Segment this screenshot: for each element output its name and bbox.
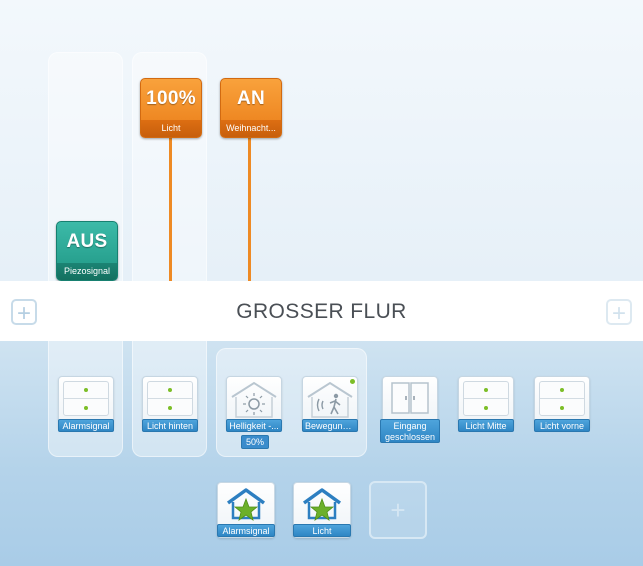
device-label: Licht hinten — [142, 419, 198, 432]
room-header-band — [0, 281, 643, 341]
add-room-left-button[interactable]: + — [11, 299, 37, 326]
switch-icon — [463, 381, 509, 416]
tile-label: Weihnacht... — [221, 120, 281, 137]
device-label: Licht Mitte — [458, 419, 514, 432]
door-contact-icon — [391, 382, 429, 414]
tile-connector-line — [169, 136, 172, 282]
scene-label: Licht — [293, 524, 351, 537]
device-label: Alarmsignal — [58, 419, 114, 432]
tile-value: 100% — [146, 88, 196, 109]
tile-value: AN — [236, 88, 266, 109]
tile-connector-line — [248, 136, 251, 282]
add-scene-button[interactable]: + — [369, 481, 427, 539]
tile-label: Piezosignal — [57, 263, 117, 280]
status-tile-licht[interactable]: 100% Licht — [140, 78, 202, 138]
switch-icon — [147, 381, 193, 416]
brightness-sensor-icon — [231, 381, 277, 418]
switch-icon — [539, 381, 585, 416]
tile-label: Licht — [141, 120, 201, 137]
device-label: Eingang geschlossen — [380, 419, 440, 443]
tile-value: AUS — [66, 231, 108, 252]
device-label: Bewegung... — [302, 419, 358, 432]
device-label: Licht vorne — [534, 419, 590, 432]
add-room-right-button[interactable]: + — [606, 299, 632, 326]
status-tile-weihnacht[interactable]: AN Weihnacht... — [220, 78, 282, 138]
house-star-icon — [302, 488, 342, 521]
room-title: GROSSER FLUR — [236, 300, 407, 323]
switch-icon — [63, 381, 109, 416]
house-star-icon — [226, 488, 266, 521]
scene-label: Alarmsignal — [217, 524, 275, 537]
status-tile-piezosignal[interactable]: AUS Piezosignal — [56, 221, 118, 281]
device-label: Helligkeit -... — [226, 419, 282, 432]
brightness-status-badge: 50% — [241, 435, 269, 449]
motion-sensor-icon — [307, 381, 353, 418]
motion-active-indicator — [350, 379, 355, 384]
